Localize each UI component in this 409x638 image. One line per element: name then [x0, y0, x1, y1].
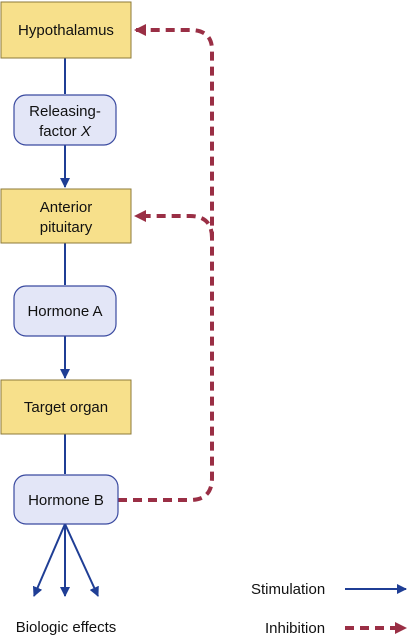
stimulation-connectors: [32, 58, 99, 597]
hormone-a-box: [13, 285, 117, 337]
releasing-factor-node: Releasing- factor X: [13, 94, 117, 146]
feedback-to-hypothalamus-path: [118, 24, 214, 502]
hypothalamus-box: [0, 1, 132, 59]
releasing-factor-variable: X: [80, 123, 92, 140]
hormone-b-label: Hormone B: [28, 492, 104, 509]
anterior-pituitary-box: [0, 188, 132, 244]
releasing-factor-label-line1: Releasing-: [29, 103, 101, 120]
anterior-pituitary-label-line1: Anterior: [40, 199, 93, 216]
feedback-to-pituitary-path: [134, 210, 214, 239]
biologic-effects-label: Biologic effects: [16, 619, 117, 636]
inhibition-feedback: [118, 24, 214, 502]
target-organ-label: Target organ: [24, 399, 108, 416]
target-organ-node: Target organ: [0, 379, 132, 435]
hormone-a-node: Hormone A: [13, 285, 117, 337]
effect-arrow-left: [32, 523, 66, 597]
legend-inhibition-label: Inhibition: [265, 620, 325, 637]
releasing-factor-label-prefix: factor: [39, 123, 81, 140]
hormone-a-label: Hormone A: [27, 303, 102, 320]
hypothalamus-node: Hypothalamus: [0, 1, 132, 59]
target-organ-box: [0, 379, 132, 435]
legend-stimulation-label: Stimulation: [251, 581, 325, 598]
effect-arrow-right: [64, 523, 99, 597]
hormone-b-box: [13, 474, 119, 525]
anterior-pituitary-node: Anterior pituitary: [0, 188, 132, 244]
releasing-factor-box: [13, 94, 117, 146]
anterior-pituitary-label-line2: pituitary: [40, 219, 93, 236]
releasing-factor-label-line2: factor X: [39, 123, 92, 140]
legend: Stimulation Inhibition: [251, 581, 407, 637]
hypothalamus-label: Hypothalamus: [18, 22, 114, 39]
hormone-b-node: Hormone B: [13, 474, 119, 525]
